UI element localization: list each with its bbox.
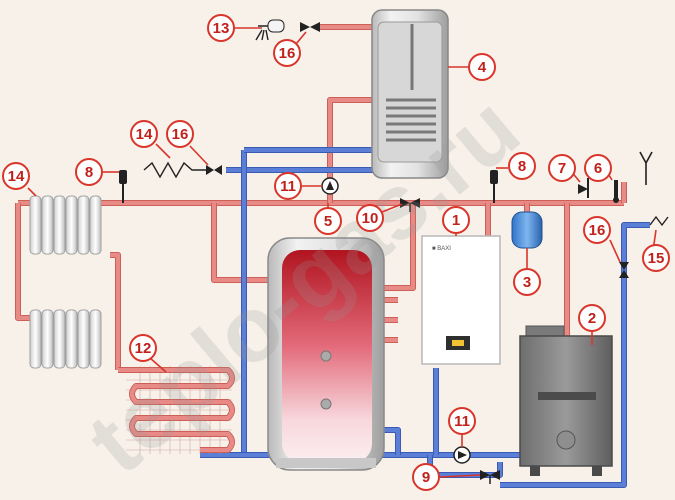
callout-2: 2: [578, 304, 606, 332]
shutoff-valve-cold-top: [206, 165, 222, 175]
svg-text:11: 11: [454, 413, 470, 430]
chimney-y: [639, 151, 653, 185]
cold-water-inlet-right: [649, 215, 669, 227]
callout-1: 1: [442, 206, 470, 234]
callout-5: 5: [314, 207, 342, 235]
cold-water-inlet-top: [143, 161, 206, 179]
three-way-valve: [400, 198, 420, 212]
svg-text:1: 1: [452, 212, 460, 229]
callout-13: 14: [2, 162, 30, 190]
radiator-top: [29, 195, 102, 255]
svg-text:12: 12: [135, 340, 152, 357]
callout-16-right: 16: [583, 216, 611, 244]
callout-14-right: 15: [642, 244, 670, 272]
callout-15: 13: [207, 14, 235, 42]
callout-11-bottom: 11: [448, 407, 476, 435]
buffer-tank: [267, 237, 385, 471]
svg-text:16: 16: [172, 126, 189, 143]
circulation-pump-bottom: [453, 446, 471, 464]
callout-8-left: 8: [75, 158, 103, 186]
expansion-tank: [511, 211, 543, 249]
pressure-gauge: [613, 180, 619, 203]
svg-text:8: 8: [518, 158, 526, 175]
svg-text:6: 6: [594, 160, 602, 177]
callout-14-top: 14: [130, 120, 158, 148]
air-vent-right: [490, 170, 498, 203]
svg-text:3: 3: [523, 274, 531, 291]
callouts: 13 16 4 14 16 14 8 11 8 7 6 10 5 1 3 16 …: [2, 14, 670, 491]
svg-text:10: 10: [362, 210, 379, 227]
svg-text:7: 7: [558, 160, 566, 177]
indirect-water-heater: [371, 9, 449, 179]
callout-6: 6: [584, 154, 612, 182]
callout-10: 10: [356, 204, 384, 232]
air-vent-left: [119, 170, 127, 203]
callout-3: 3: [513, 268, 541, 296]
callout-7: 7: [548, 154, 576, 182]
underfloor-heating: [118, 366, 235, 454]
shower-tap: [255, 19, 285, 41]
svg-text:2: 2: [588, 310, 596, 327]
shutoff-valve-cold-right: [619, 262, 629, 278]
callout-12: 12: [129, 334, 157, 362]
svg-text:13: 13: [213, 20, 230, 37]
circulation-pump-top: [321, 177, 339, 195]
callout-16-shower: 16: [273, 39, 301, 67]
check-valve: [480, 470, 500, 484]
wall-hung-boiler: ■ BAXI: [421, 235, 501, 365]
svg-text:4: 4: [478, 59, 487, 76]
svg-text:14: 14: [136, 126, 153, 143]
svg-text:9: 9: [422, 469, 430, 486]
callout-16-top: 16: [166, 120, 194, 148]
shutoff-valve-shower: [300, 22, 320, 32]
safety-valve: [578, 178, 589, 198]
svg-text:11: 11: [280, 178, 296, 195]
radiator-bottom: [29, 309, 102, 369]
svg-text:8: 8: [85, 164, 93, 181]
svg-text:14: 14: [8, 168, 25, 185]
svg-text:5: 5: [324, 213, 332, 230]
svg-text:16: 16: [589, 222, 606, 239]
boiler-brand-label: ■ BAXI: [432, 246, 451, 252]
callout-4: 4: [468, 53, 496, 81]
callout-8-right: 8: [508, 152, 536, 180]
callout-9: 9: [412, 463, 440, 491]
radiators: [29, 195, 102, 369]
svg-text:16: 16: [279, 45, 296, 62]
callout-11-top: 11: [274, 172, 302, 200]
solid-fuel-boiler: [519, 325, 613, 476]
svg-text:15: 15: [648, 250, 665, 267]
